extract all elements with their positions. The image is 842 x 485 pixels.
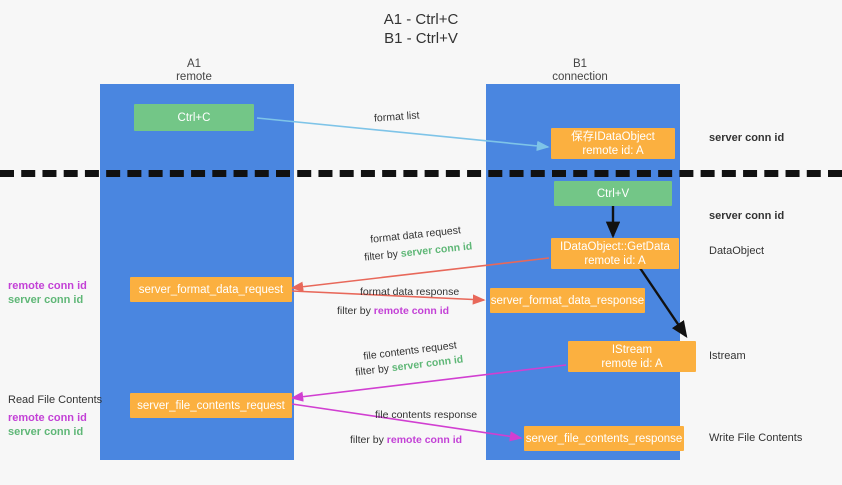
left-server-conn-id-1: server conn id <box>8 294 84 306</box>
lane-header-a1: A1 remote <box>114 58 274 84</box>
left-remote-conn-id-1: remote conn id <box>8 280 87 292</box>
box-idataobject-getdata-line1: IDataObject::GetData <box>560 240 670 253</box>
right-istream: Istream <box>709 350 746 362</box>
right-dataobject: DataObject <box>709 245 765 257</box>
box-istream-line2: remote id: A <box>601 357 663 370</box>
box-server-file-contents-response-label: server_file_contents_response <box>525 432 683 445</box>
box-server-format-data-response-label: server_format_data_response <box>490 294 645 307</box>
right-server-conn-id-top: server conn id <box>709 132 785 144</box>
box-server-file-contents-request[interactable]: server_file_contents_request <box>130 393 292 418</box>
box-server-format-data-request-label: server_format_data_request <box>138 283 284 296</box>
phase-divider <box>0 170 842 177</box>
box-server-file-contents-request-label: server_file_contents_request <box>137 399 285 412</box>
box-server-format-data-request[interactable]: server_format_data_request <box>130 277 292 302</box>
filter-key-server-conn-id-1: server conn id <box>400 240 473 260</box>
lane-a1-name: A1 <box>186 58 202 70</box>
left-annotation-format: remote conn id server conn id <box>8 279 87 307</box>
label-format-list: format list <box>373 109 420 125</box>
left-read-file-contents: Read File Contents <box>8 394 103 406</box>
box-idataobject-line2: remote id: A <box>582 144 644 157</box>
box-idataobject-getdata-line2: remote id: A <box>584 254 646 267</box>
box-ctrl-c-label: Ctrl+C <box>177 111 211 124</box>
page-title: A1 - Ctrl+C B1 - Ctrl+V <box>383 11 459 47</box>
label-file-contents-response: file contents response <box>375 409 478 421</box>
box-istream[interactable]: IStream remote id: A <box>568 341 696 372</box>
lane-a1-sub: remote <box>176 71 212 83</box>
lane-header-b1: B1 connection <box>500 58 660 84</box>
box-idataobject-getdata[interactable]: IDataObject::GetData remote id: A <box>551 238 679 269</box>
box-ctrl-v-label: Ctrl+V <box>596 187 630 200</box>
label-file-contents-response-filter: filter by remote conn id <box>350 434 462 446</box>
filter-prefix-2: filter by <box>337 305 374 317</box>
lane-b1-name: B1 <box>572 58 588 70</box>
filter-key-remote-conn-id-1: remote conn id <box>373 305 450 317</box>
filter-key-remote-conn-id-2: remote conn id <box>386 434 463 446</box>
filter-prefix-1: filter by <box>363 247 402 264</box>
label-format-data-response: format data response <box>360 286 460 298</box>
box-server-format-data-response[interactable]: server_format_data_response <box>490 288 645 313</box>
left-annotation-file: Read File Contents remote conn id server… <box>8 393 102 439</box>
lane-b1-sub: connection <box>552 71 608 83</box>
filter-prefix-4: filter by <box>350 434 387 446</box>
box-idataobject[interactable]: 保存IDataObject remote id: A <box>551 128 675 159</box>
left-server-conn-id-2: server conn id <box>8 426 84 438</box>
box-server-file-contents-response[interactable]: server_file_contents_response <box>524 426 684 451</box>
label-format-data-response-filter: filter by remote conn id <box>337 305 449 317</box>
box-ctrl-v[interactable]: Ctrl+V <box>554 181 672 206</box>
filter-prefix-3: filter by <box>354 362 393 379</box>
box-idataobject-line1: 保存IDataObject <box>571 130 655 143</box>
box-ctrl-c[interactable]: Ctrl+C <box>134 104 254 131</box>
right-server-conn-id-mid: server conn id <box>709 210 785 222</box>
left-remote-conn-id-2: remote conn id <box>8 412 87 424</box>
box-istream-line1: IStream <box>611 343 653 356</box>
right-write-file-contents: Write File Contents <box>709 432 803 444</box>
